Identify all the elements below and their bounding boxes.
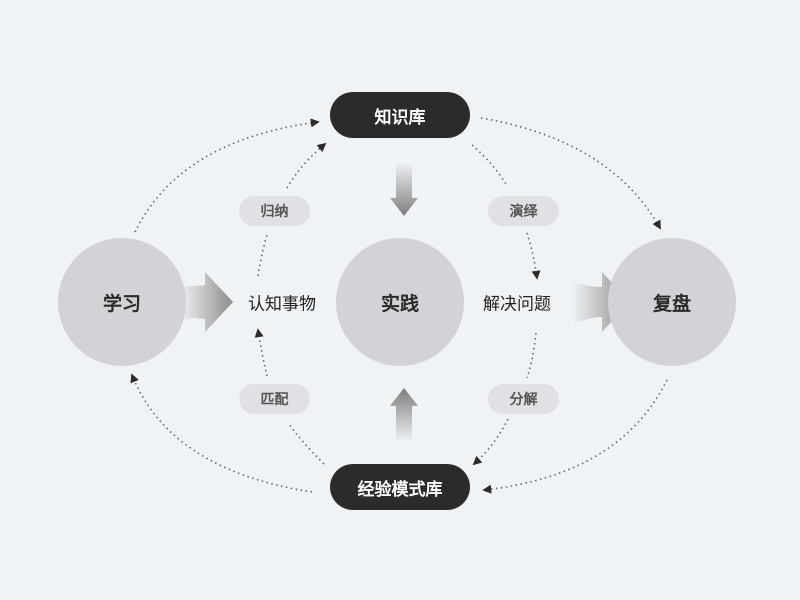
- decompose-label: 分解: [509, 392, 538, 408]
- deduction-tag: 演绎: [488, 196, 559, 226]
- decompose-to-pattern-connector: [472, 418, 509, 466]
- deduction-to-solve-connector: [526, 232, 541, 280]
- solve-label: 解决问题: [483, 294, 551, 315]
- pattern-to-matching-connector: [288, 423, 325, 465]
- solve-to-decompose-connector: [526, 332, 537, 379]
- cognize-label: 认知事物: [248, 294, 316, 315]
- deduction-label: 演绎: [509, 204, 538, 220]
- knowledge-base-label: 知识库: [374, 107, 426, 128]
- learn-to-cognize-arrow: [180, 272, 233, 332]
- pattern-base-node: 经验模式库: [330, 464, 470, 510]
- matching-tag: 匹配: [239, 384, 310, 414]
- matching-to-cognize-connector: [254, 328, 268, 377]
- induction-to-knowledge-connector: [286, 142, 327, 189]
- knowledge-to-review-connector: [480, 117, 661, 230]
- learn-node: 学习: [58, 238, 186, 366]
- pattern-base-label: 经验模式库: [357, 479, 443, 500]
- learn-label: 学习: [102, 292, 141, 315]
- matching-label: 匹配: [260, 392, 289, 408]
- induction-label: 归纳: [260, 204, 289, 220]
- review-to-pattern-connector: [482, 379, 668, 494]
- cognize-to-induction-connector: [257, 231, 269, 277]
- practice-node: 实践: [336, 238, 464, 366]
- practice-label: 实践: [380, 292, 419, 315]
- knowledge-to-practice-arrow: [390, 162, 418, 216]
- knowledge-to-deduction-connector: [471, 144, 508, 187]
- review-node: 复盘: [608, 238, 736, 366]
- review-label: 复盘: [652, 292, 691, 315]
- decompose-tag: 分解: [488, 384, 559, 414]
- learn-to-knowledge-connector: [134, 118, 320, 233]
- pattern-to-practice-arrow: [390, 388, 418, 442]
- knowledge-base-node: 知识库: [330, 92, 470, 138]
- induction-tag: 归纳: [239, 196, 310, 226]
